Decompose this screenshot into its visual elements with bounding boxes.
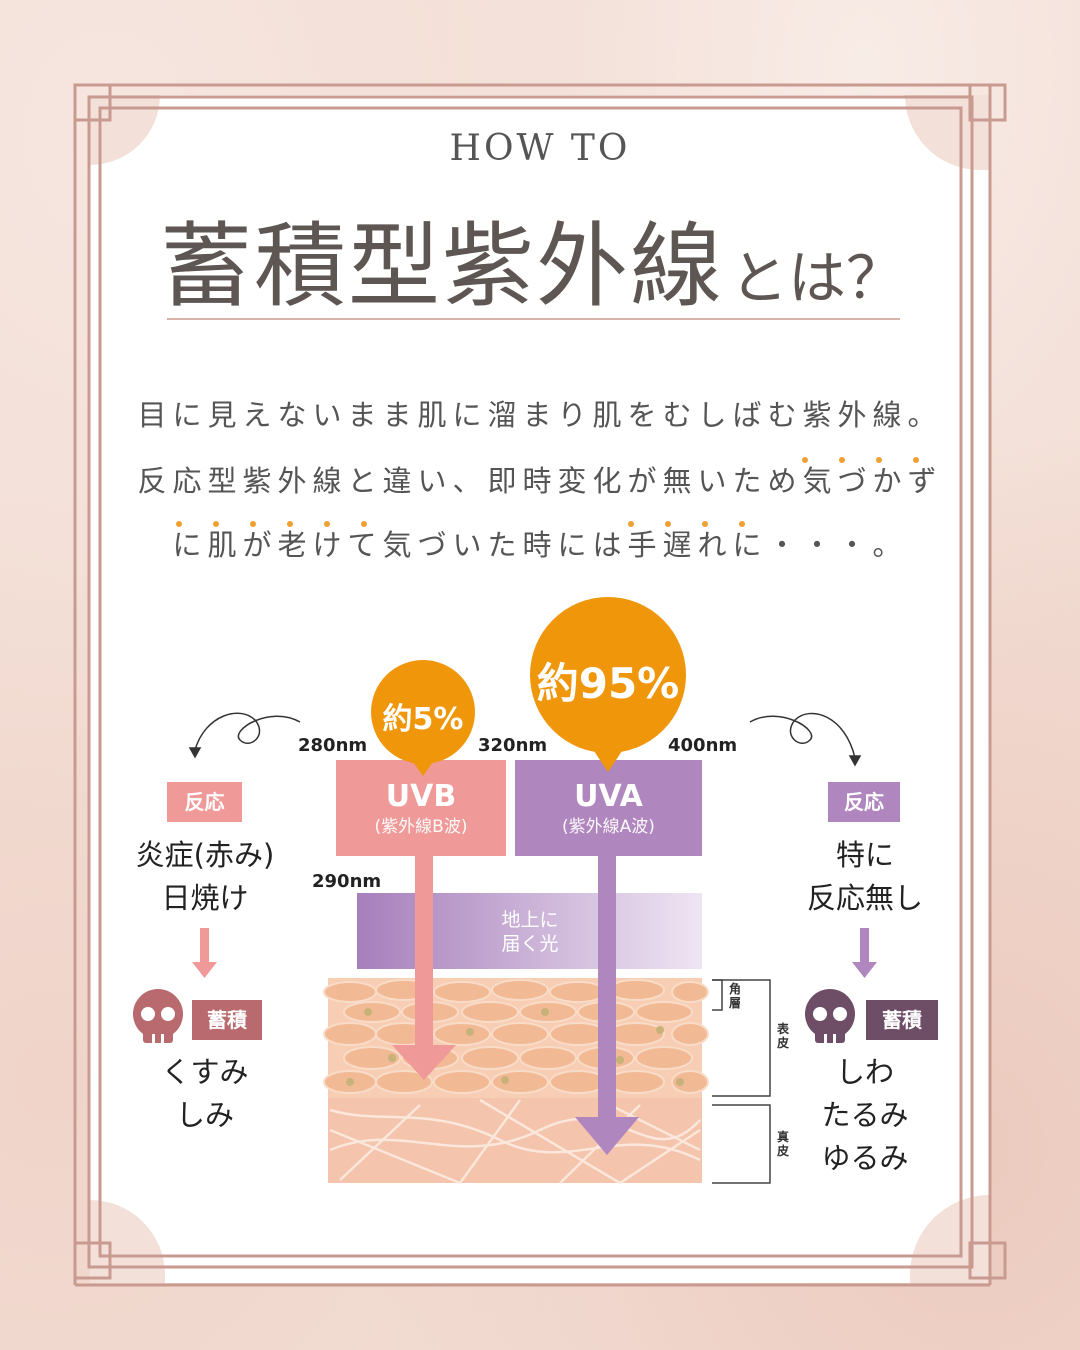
left-reaction-line-2: 日焼け xyxy=(161,881,249,915)
nm-280: 280nm xyxy=(298,735,368,756)
uva-share-bubble xyxy=(530,597,686,753)
uvb-arrow xyxy=(392,852,456,1080)
uva-label: UVA xyxy=(574,779,643,814)
uvb-box xyxy=(336,760,506,856)
right-accumulate-line-3: ゆるみ xyxy=(821,1141,909,1175)
left-reaction-text: 炎症(赤み) 日焼け xyxy=(110,834,300,920)
left-curl-arrow xyxy=(194,712,301,751)
left-reaction-line-1: 炎症(赤み) xyxy=(135,838,275,872)
uva-box xyxy=(515,760,702,856)
skin-cross-section xyxy=(323,978,709,1185)
right-reaction-tag: 反応 xyxy=(828,782,900,822)
layer-stratum-corneum: 角層 xyxy=(728,982,741,1010)
layer-epidermis: 表皮 xyxy=(776,1022,789,1050)
page-title: 蓄積型紫外線とは？ xyxy=(160,192,920,325)
left-accumulate-tag: 蓄積 xyxy=(192,1000,262,1040)
right-down-arrow xyxy=(852,928,877,978)
emphasis-dots-2 xyxy=(176,512,398,527)
right-accumulate-text: しわ たるみ ゆるみ xyxy=(790,1051,940,1180)
ground-line-1: 地上に xyxy=(501,909,559,931)
title-main: 蓄積型紫外線 xyxy=(160,213,725,320)
ground-light-label: 地上に 届く光 xyxy=(480,908,580,956)
uvb-share-bubble xyxy=(371,660,475,764)
left-reaction-tag: 反応 xyxy=(167,782,242,822)
uvb-label: UVB xyxy=(385,779,457,814)
right-curl-arrow xyxy=(749,712,856,759)
right-reaction-text: 特に 反応無し xyxy=(790,834,940,920)
left-skull-icon xyxy=(133,989,183,1043)
right-reaction-line-1: 特に xyxy=(835,838,894,872)
left-accumulate-line-2: しみ xyxy=(175,1098,234,1132)
right-accumulate-line-2: たるみ xyxy=(821,1098,909,1132)
left-accumulate-line-1: くすみ xyxy=(161,1055,249,1089)
left-down-arrow xyxy=(192,928,217,978)
right-accumulate-line-1: しわ xyxy=(835,1055,894,1089)
emphasis-dots-1 xyxy=(802,448,950,463)
title-suffix: とは？ xyxy=(730,244,905,312)
description-line-1: 目に見えないまま肌に溜まり肌をむしばむ紫外線。 xyxy=(137,398,943,432)
description-line-2: 反応型紫外線と違い、即時変化が無いため気づかず xyxy=(137,464,943,498)
uva-sublabel: (紫外線A波) xyxy=(562,817,655,837)
ground-light-band xyxy=(357,893,702,969)
right-skull-icon xyxy=(805,989,855,1043)
uvb-label-box: UVB (紫外線B波) xyxy=(336,760,506,856)
uva-arrow xyxy=(575,852,639,1155)
uva-share-label: 約95% xyxy=(536,659,680,708)
nm-320: 320nm xyxy=(478,735,548,756)
uvb-sublabel: (紫外線B波) xyxy=(374,817,468,837)
nm-400: 400nm xyxy=(668,735,738,756)
title-underline xyxy=(167,318,900,320)
eyebrow-label: HOW TO xyxy=(449,128,631,169)
emphasis-dots-3 xyxy=(628,512,776,527)
uva-label-box: UVA (紫外線A波) xyxy=(515,760,702,856)
ground-line-2: 届く光 xyxy=(501,933,559,955)
layer-dermis: 真皮 xyxy=(776,1130,789,1158)
layer-brackets xyxy=(712,979,771,1184)
left-accumulate-text: くすみ しみ xyxy=(130,1051,280,1137)
description-line-3: に肌が老けて気づいた時には手遅れに・・・。 xyxy=(172,528,908,562)
right-accumulate-tag: 蓄積 xyxy=(866,1000,938,1040)
nm-290: 290nm xyxy=(312,871,382,892)
uvb-share-label: 約5% xyxy=(382,702,464,737)
right-reaction-line-2: 反応無し xyxy=(806,881,923,915)
